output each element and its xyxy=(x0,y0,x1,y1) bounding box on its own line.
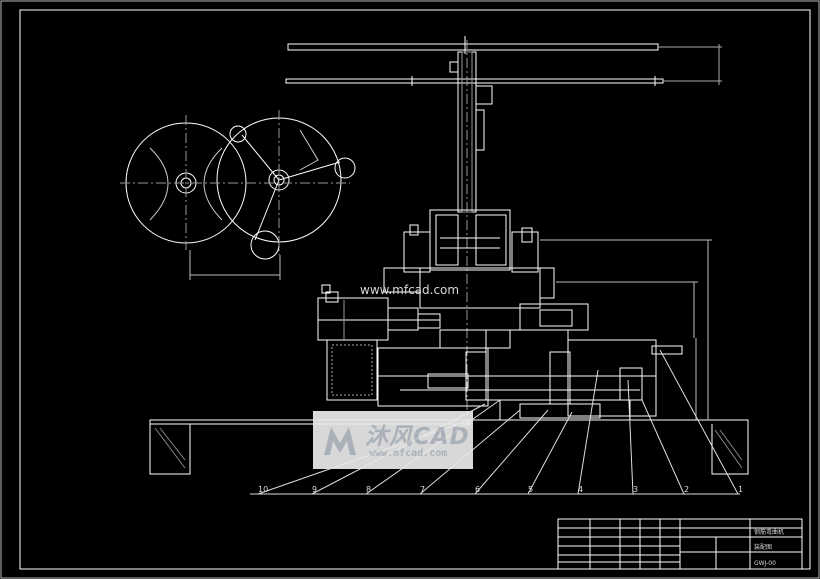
balloon-4: 4 xyxy=(578,485,583,494)
watermark-title: 沐风CAD xyxy=(365,424,470,450)
gearbox-upper xyxy=(383,209,555,309)
vertical-shaft xyxy=(449,40,493,430)
balloon-10: 10 xyxy=(258,485,268,494)
title-block xyxy=(557,518,803,570)
detail-view-discs xyxy=(120,110,356,280)
balloon-1: 1 xyxy=(738,485,743,494)
balloon-5: 5 xyxy=(528,485,533,494)
dimension-lines xyxy=(540,239,712,420)
balloon-8: 8 xyxy=(366,485,371,494)
title-block-code: GWJ-00 xyxy=(754,560,776,567)
title-block-name: 钢筋弯曲机 xyxy=(754,528,784,536)
lower-housing xyxy=(326,303,683,421)
watermark-url: www.mfcad.com xyxy=(369,448,448,459)
watermark-badge: 沐风CAD www.mfcad.com xyxy=(313,411,473,469)
side-arm xyxy=(317,284,441,341)
balloon-9: 9 xyxy=(312,485,317,494)
inner-frame xyxy=(19,9,811,570)
watermark-logo-icon xyxy=(324,427,356,455)
balloon-3: 3 xyxy=(633,485,638,494)
center-watermark: www.mfcad.com xyxy=(360,283,460,297)
balloon-2: 2 xyxy=(684,485,689,494)
balloon-6: 6 xyxy=(475,485,480,494)
top-beams xyxy=(285,36,722,86)
balloon-7: 7 xyxy=(420,485,425,494)
balloon-labels: 10 9 8 7 6 5 4 3 2 1 xyxy=(258,485,743,494)
title-block-sheet: 装配图 xyxy=(754,543,772,551)
